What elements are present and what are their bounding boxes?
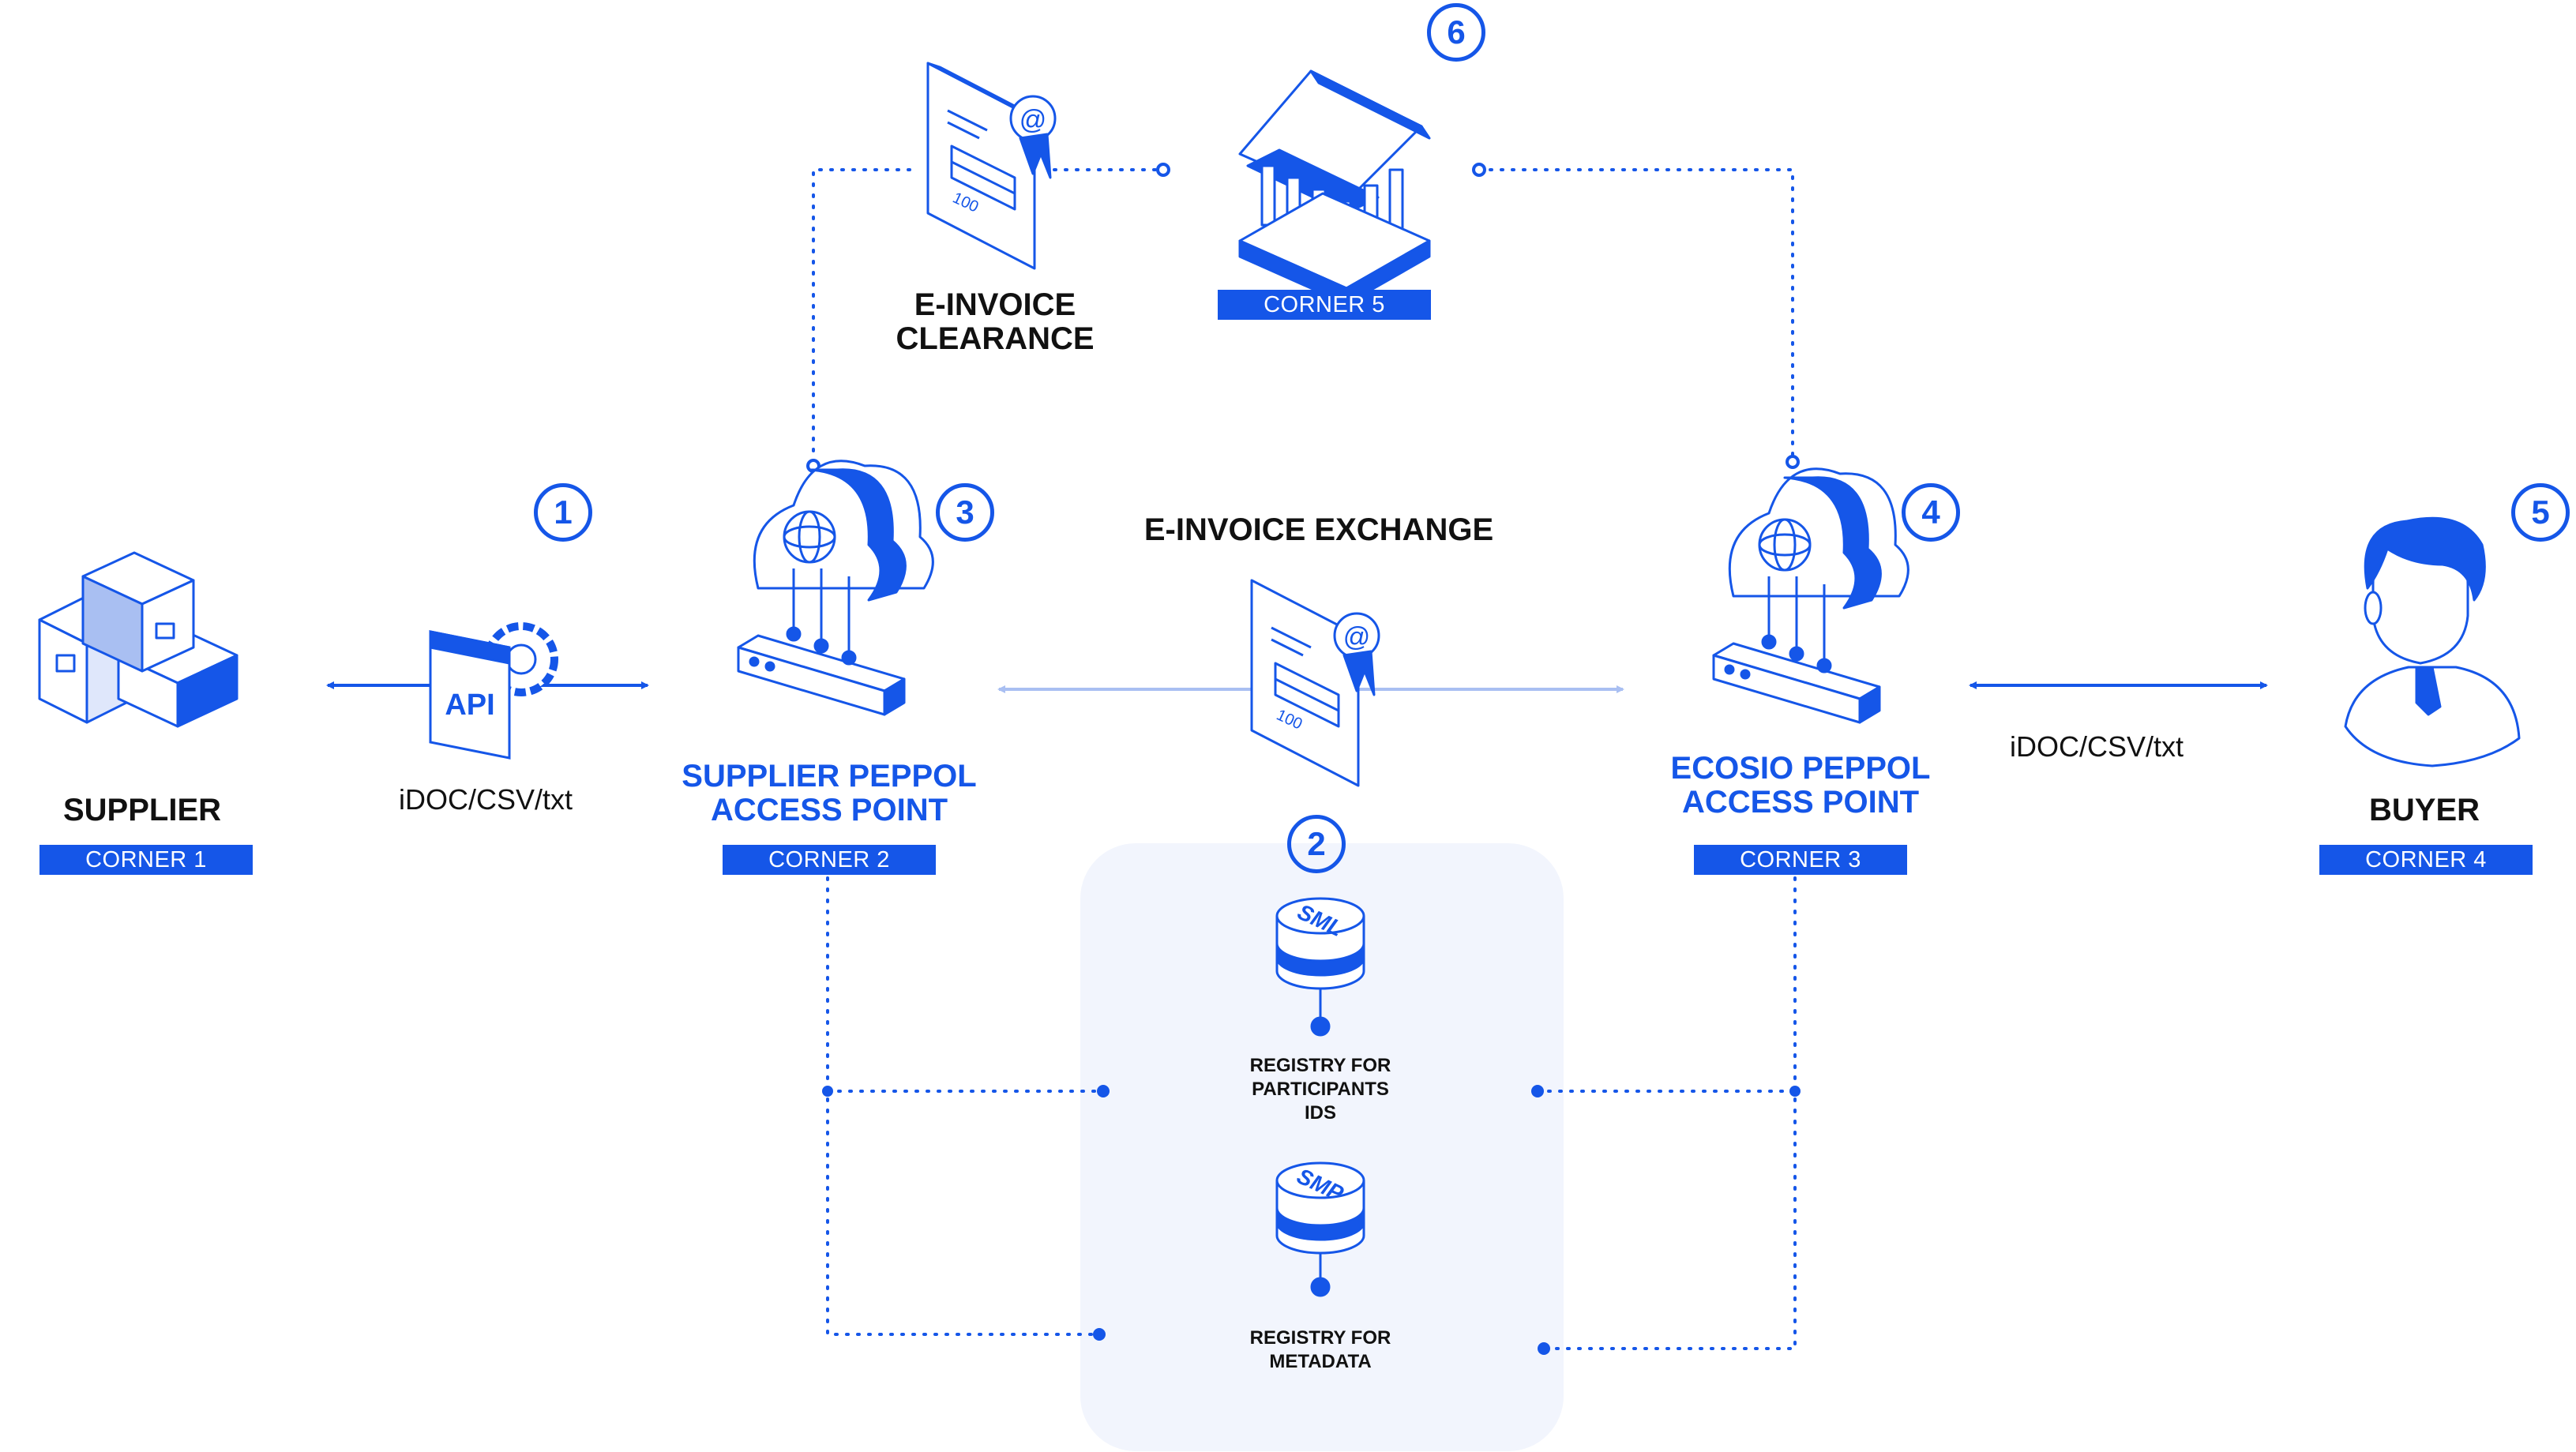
smp-registry-label: REGISTRY FOR METADATA <box>1249 1327 1391 1372</box>
exchange-title: E-INVOICE EXCHANGE <box>1143 512 1494 547</box>
corner-4-badge: CORNER 4 <box>2319 845 2533 875</box>
format-label-right: iDOC/CSV/txt <box>2009 730 2184 763</box>
supplier-ap-smp-link <box>826 876 1099 1336</box>
smp-database-icon: SMP <box>1275 1161 1365 1297</box>
format-label-left: iDOC/CSV/txt <box>398 783 573 816</box>
clearance-document-icon: @ 100 <box>926 62 1057 270</box>
supplier-title: SUPPLIER <box>62 793 222 827</box>
cloud-server-icon-right <box>1712 467 1909 724</box>
sml-registry-label: REGISTRY FOR PARTICIPANTS IDS <box>1249 1055 1391 1124</box>
at-symbol-2: @ <box>1343 622 1371 652</box>
dotted-connectors <box>812 168 1797 1350</box>
api-badge-text: API <box>445 688 494 722</box>
sml-database-icon: SML <box>1275 897 1365 1037</box>
corner-5-badge: CORNER 5 <box>1218 290 1431 320</box>
step-3-badge: 3 <box>936 483 994 542</box>
person-icon <box>2344 516 2521 767</box>
at-symbol: @ <box>1020 105 1047 135</box>
corner-2-badge: CORNER 2 <box>723 845 936 875</box>
step-4-badge: 4 <box>1902 483 1960 542</box>
ecosio-smp-link <box>1542 876 1797 1350</box>
ecosio-ap-title: ECOSIO PEPPOL ACCESS POINT <box>1670 751 1931 820</box>
step-5-badge: 5 <box>2511 483 2570 542</box>
cloud-server-icon-left <box>737 460 934 716</box>
corner-1-badge: CORNER 1 <box>39 845 253 875</box>
connector-dots-solid <box>822 1085 1801 1355</box>
boxes-icon <box>38 551 238 728</box>
bank-building-icon <box>1238 69 1431 306</box>
corner-3-badge: CORNER 3 <box>1694 845 1907 875</box>
step-6-badge: 6 <box>1427 3 1485 62</box>
api-icon: API <box>429 622 558 760</box>
exchange-document-icon: @ 100 <box>1250 579 1380 787</box>
registry-panel <box>1080 843 1564 1451</box>
authority-ecosio-link <box>1478 168 1794 463</box>
clearance-title: E-INVOICE CLEARANCE <box>896 287 1095 357</box>
step-1-badge: 1 <box>534 483 592 542</box>
buyer-title: BUYER <box>2368 793 2480 827</box>
supplier-ap-title: SUPPLIER PEPPOL ACCESS POINT <box>682 759 977 828</box>
step-2-badge: 2 <box>1287 815 1346 873</box>
